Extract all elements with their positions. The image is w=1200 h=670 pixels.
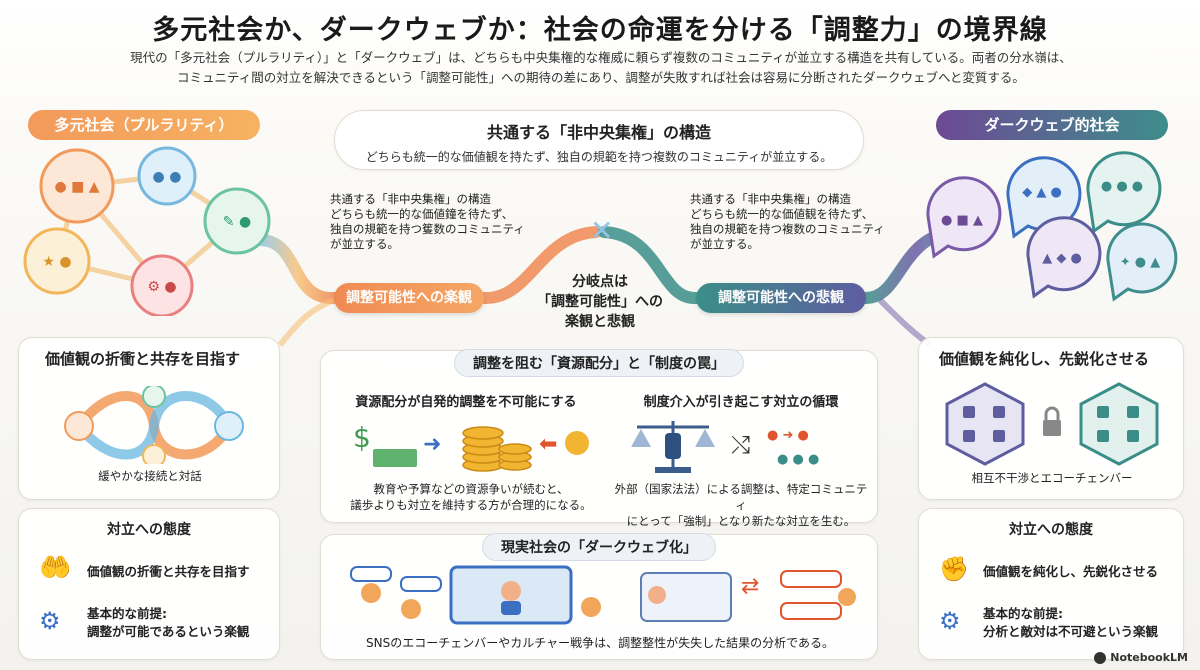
pluralism-attitude-card: 対立への態度 🤲 価値観の折衝と共存を目指す ⚙ 基本的な前提: 調整が可能であ… (18, 508, 280, 660)
darkweb-purification-card: 価値観を純化し、先鋭化させる 相互不干渉とエコーチェンバー (918, 337, 1184, 500)
branch-point: 分岐点は 「調整可能性」への 楽観と悲観 (500, 272, 700, 332)
handshake-icon: 🤲 (39, 553, 72, 583)
note-right: 共通する「非中央集権」の構造 どちらも統一的な価値観を待たず、 独自の規範を持つ… (690, 192, 910, 252)
shared-structure-text: どちらも統一的な価値観を持たず、独自の規範を持つ複数のコミュニティが並立する。 (365, 150, 833, 164)
note-right-line: が並立する。 (690, 237, 759, 251)
branch-line: 分岐点は (572, 274, 628, 290)
pluralism-premise: 基本的な前提: 調整が可能であるという楽観 (87, 605, 249, 641)
isolated-bubbles-illustration: ● ■ ▲ ◆ ▲ ● ● ● ● ▲ ◆ ● ✦ ● ▲ (926, 151, 1178, 302)
fist-icon: ✊ (939, 555, 969, 583)
svg-text:● ● ●: ● ● ● (777, 452, 819, 467)
resource-allocation-title: 資源配分が自発的調整を不可能にする (355, 395, 577, 410)
svg-text:⤭: ⤭ (731, 431, 750, 459)
subtitle: 現代の「多元社会（プルラリティ）」と「ダークウェブ」は、どちらも中央集権的な権威… (36, 48, 1166, 88)
branch-line: 「調整可能性」への (537, 294, 663, 310)
note-left-line: 独自の規範を持つ篗数のコミュニティ (330, 222, 525, 236)
notebooklm-label: NotebookLM (1110, 651, 1188, 664)
svg-text:● ■ ▲: ● ■ ▲ (54, 179, 99, 195)
optimism-pill: 調整可能性への楽観 (334, 283, 484, 313)
svg-text:● ■ ▲: ● ■ ▲ (941, 213, 983, 228)
svg-text:● ● ●: ● ● ● (1101, 179, 1143, 194)
resource-institution-heading: 調整を阻む「資源配分」と「制度の罠」 (454, 349, 744, 377)
darkwebization-caption: SNSのエコーチェンバーやカルチャー戦争は、調整整性が失失した結果の分析である。 (366, 636, 834, 650)
institution-loop-caption: 外部（国家法法）による調整は、特定コミュニティ にとって「強制」となり新たな対立… (611, 481, 871, 529)
darkweb-label: ダークウェブ的社会 (936, 110, 1168, 140)
pluralism-attitude-title: 対立への態度 (107, 522, 191, 538)
echo-chamber-illustration (945, 382, 1159, 466)
pluralism-card-title: 価値観の折衝と共存を目指す (45, 350, 241, 368)
resource-illustration: $ ➜ ⬅ (353, 421, 589, 472)
resource-allocation-caption: 教育や予算などの資源争いが続むと、 議歩よりも対立を維持する方が合理的になる。 (331, 481, 611, 513)
pessimism-pill: 調整可能性への悲観 (696, 283, 866, 313)
institution-loop-title: 制度介入が引き起こす対立の循環 (643, 395, 839, 410)
subtitle-line-2: コミュニティ間の対立を解決できるという「調整可能性」への期待の差にあり、調整が失… (177, 70, 1025, 85)
svg-text:◆ ▲ ●: ◆ ▲ ● (1022, 185, 1062, 200)
branch-line: 楽観と悲観 (565, 314, 635, 330)
svg-text:● ●: ● ● (153, 169, 182, 185)
svg-text:⬅: ⬅ (539, 432, 557, 457)
pluralism-premise-label: 基本的な前提: (87, 606, 167, 621)
gears-icon: ⚙ (39, 607, 61, 635)
note-left-line: が並立する。 (330, 237, 399, 251)
pluralism-coexistence-card: 価値観の折衝と共存を目指す 緩やかな接続と対話 (18, 337, 280, 500)
darkweb-attitude-title: 対立への態度 (1009, 522, 1093, 538)
svg-text:★ ●: ★ ● (42, 254, 71, 270)
pluralism-attitude-item: 価値観の折衝と共存を目指す (87, 564, 250, 579)
pluralism-card-caption: 緩やかな接続と対話 (98, 469, 202, 483)
shared-structure-card: 共通する「非中央集権」の構造 どちらも統一的な価値観を持たず、独自の規範を持つ複… (334, 110, 864, 170)
svg-text:✦ ● ▲: ✦ ● ▲ (1120, 255, 1161, 270)
resource-institution-card: 調整を阻む「資源配分」と「制度の罠」 資源配分が自発的調整を不可能にする $ ➜… (320, 349, 878, 528)
svg-text:➜: ➜ (423, 432, 441, 457)
note-right-line: 独自の規範を持つ複数のコミュニティ (690, 222, 885, 236)
notebooklm-icon (1094, 651, 1107, 664)
darkweb-premise-text: 分析と敵対は不可避という楽観 (983, 624, 1159, 639)
darkwebization-heading: 現実社会の「ダークウェブ化」 (482, 533, 716, 561)
caption-line: 教育や予算などの資源争いが続むと、 (373, 482, 569, 496)
shared-structure-heading: 共通する「非中央集権」の構造 (486, 123, 711, 142)
page-title: 多元社会か、ダークウェブか：社会の命運を分ける「調整力」の境界線 (152, 15, 1048, 46)
darkweb-card-title: 価値観を純化し、先鋭化させる (939, 350, 1150, 368)
note-left-line: 共通する「非中央集権」の構造 (330, 192, 491, 206)
pluralism-label: 多元社会（プルラリティ） (28, 110, 260, 140)
subtitle-line-1: 現代の「多元社会（プルラリティ）」と「ダークウェブ」は、どちらも中央集権的な権威… (130, 50, 1072, 65)
darkweb-card-caption: 相互不干渉とエコーチェンバー (971, 471, 1133, 485)
darkweb-premise-label: 基本的な前提: (983, 606, 1063, 621)
svg-text:▲ ◆ ●: ▲ ◆ ● (1042, 251, 1082, 266)
sns-illustration: ⇄ (350, 565, 856, 625)
note-left-line: どちらも統一的な価値鐘を待たず、 (330, 207, 514, 221)
svg-text:⚙ ●: ⚙ ● (147, 279, 176, 295)
svg-text:✎ ●: ✎ ● (223, 214, 251, 230)
darkwebization-card: 現実社会の「ダークウェブ化」 ⇄ SNSのエコーチェンバーやカルチャー戦争は、調… (320, 533, 878, 660)
svg-text:$: $ (353, 421, 371, 454)
darkweb-attitude-item: 価値観を純化し、先鋭化させる (983, 564, 1159, 579)
pluralism-premise-text: 調整が可能であるという楽観 (87, 624, 250, 639)
institution-illustration: ⤭ ● ➜ ● ● ● ● (631, 421, 819, 473)
gears-icon: ⚙ (939, 607, 961, 635)
community-network-illustration: ● ■ ▲ ● ● ✎ ● ★ ● ⚙ ● (23, 146, 271, 316)
caption-line: 外部（国家法法）による調整は、特定コミュニティ (614, 482, 868, 512)
svg-text:⇄: ⇄ (741, 574, 759, 599)
dialogue-swirl-illustration (64, 386, 244, 464)
caption-line: 議歩よりも対立を維持する方が合理的になる。 (350, 498, 592, 512)
svg-text:✕: ✕ (590, 214, 613, 247)
notebooklm-logo: NotebookLM (1094, 651, 1188, 664)
svg-text:● ➜ ●: ● ➜ ● (767, 428, 809, 443)
note-left: 共通する「非中央集権」の構造 どちらも統一的な価値鐘を待たず、 独自の規範を持つ… (330, 192, 550, 252)
darkweb-attitude-card: 対立への態度 ✊ 価値観を純化し、先鋭化させる ⚙ 基本的な前提: 分析と敵対は… (918, 508, 1184, 660)
note-right-line: どちらも統一的な価値観を待たず、 (690, 207, 874, 221)
caption-line: にとって「強制」となり新たな対立を生む。 (626, 514, 856, 528)
darkweb-premise: 基本的な前提: 分析と敵対は不可避という楽観 (983, 605, 1158, 641)
note-right-line: 共通する「非中央集権」の構造 (690, 192, 851, 206)
